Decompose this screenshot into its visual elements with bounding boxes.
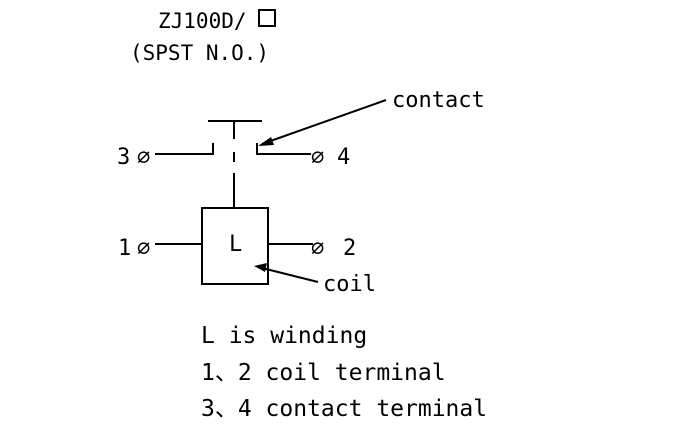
terminal-1-symbol: ∅ xyxy=(137,236,150,261)
terminal-3-label: 3 xyxy=(117,145,130,170)
terminal-3-symbol: ∅ xyxy=(137,145,150,170)
model-suffix-box xyxy=(258,9,276,27)
contact-arrow-line xyxy=(261,99,387,145)
note-coil-terminal: 1、2 coil terminal xyxy=(201,360,446,386)
note-winding: L is winding xyxy=(201,323,367,349)
contact-left-arm xyxy=(155,143,214,155)
coil-arrow-line xyxy=(257,266,319,283)
coil-letter: L xyxy=(229,232,242,257)
coil-arrow-head xyxy=(254,263,267,272)
terminal-2-symbol: ∅ xyxy=(311,236,324,261)
contact-right-arm xyxy=(256,143,311,155)
contact-arrow-head xyxy=(258,137,274,146)
model-title: ZJ100D/ xyxy=(158,9,247,33)
coil-box xyxy=(201,207,269,285)
terminal-4-symbol: ∅ xyxy=(311,145,324,170)
terminal-1-label: 1 xyxy=(118,236,131,261)
contact-label: contact xyxy=(392,88,485,113)
terminal-2-label: 2 xyxy=(343,236,356,261)
model-subtitle: (SPST N.O.) xyxy=(130,41,269,65)
note-contact-terminal: 3、4 contact terminal xyxy=(201,396,487,422)
coil-label: coil xyxy=(323,272,376,297)
terminal-4-label: 4 xyxy=(337,145,350,170)
